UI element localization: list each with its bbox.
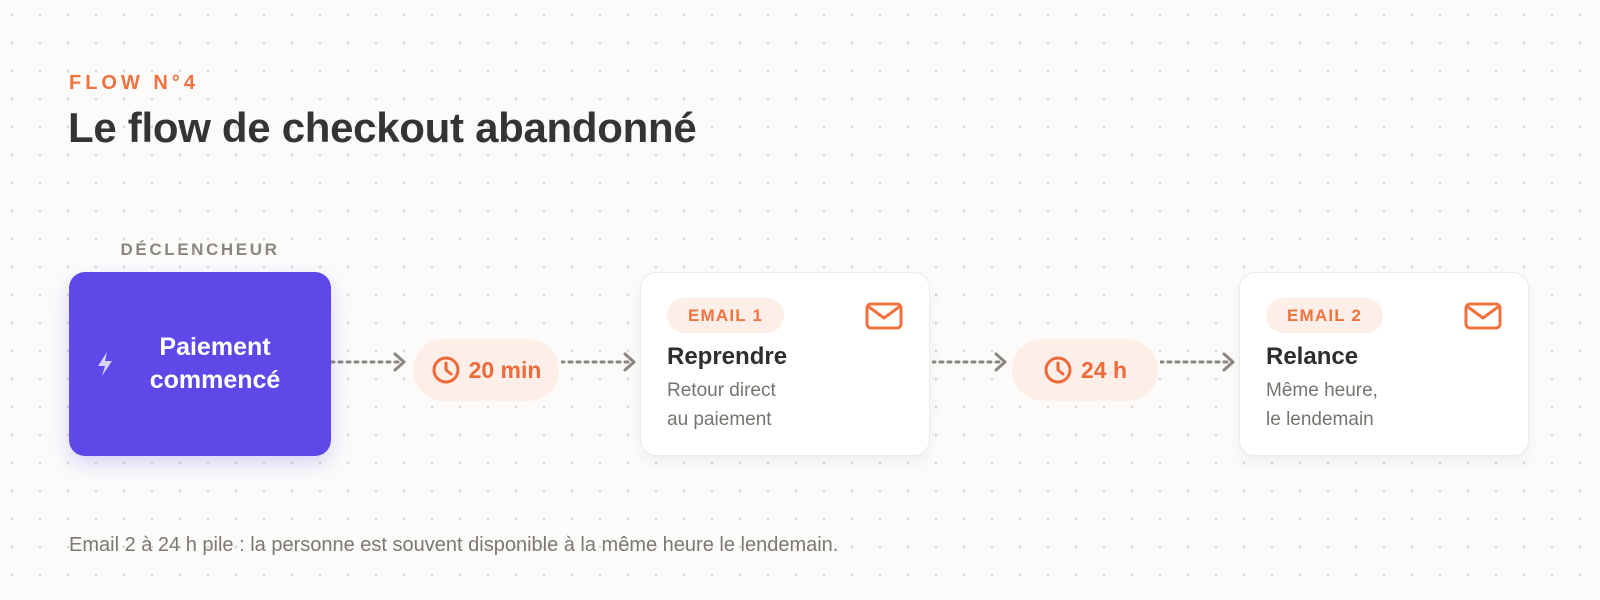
footer-note: Email 2 à 24 h pile : la personne est so… bbox=[69, 534, 839, 556]
mail-icon bbox=[1464, 302, 1502, 330]
email-card-2[interactable]: EMAIL 2 Relance Même heure, le lendemain bbox=[1239, 272, 1529, 456]
email-description: Même heure, le lendemain bbox=[1266, 376, 1378, 434]
email-card-1[interactable]: EMAIL 1 Reprendre Retour direct au paiem… bbox=[640, 272, 930, 456]
email-description-line-1: Retour direct bbox=[667, 380, 776, 401]
connector-arrow bbox=[561, 352, 636, 372]
email-badge: EMAIL 2 bbox=[1266, 298, 1384, 333]
connector-arrow bbox=[1160, 352, 1235, 372]
trigger-line-1: Paiement bbox=[159, 333, 271, 361]
email-description-line-1: Même heure, bbox=[1266, 380, 1378, 401]
wait-node-2[interactable]: 24 h bbox=[1012, 339, 1158, 401]
email-description-line-2: le lendemain bbox=[1266, 409, 1374, 430]
trigger-text: Paiement commencé bbox=[150, 331, 281, 397]
email-description-line-2: au paiement bbox=[667, 409, 772, 430]
trigger-line-2: commencé bbox=[149, 366, 281, 394]
email-badge: EMAIL 1 bbox=[667, 298, 785, 333]
wait-duration: 24 h bbox=[1080, 356, 1128, 383]
wait-duration: 20 min bbox=[468, 356, 542, 383]
email-description: Retour direct au paiement bbox=[667, 376, 776, 434]
mail-icon bbox=[865, 302, 903, 330]
flow-eyebrow: FLOW N°4 bbox=[69, 72, 199, 94]
page-title: Le flow de checkout abandonné bbox=[68, 104, 697, 151]
wait-node-1[interactable]: 20 min bbox=[413, 339, 559, 401]
connector-arrow bbox=[331, 352, 406, 372]
trigger-node[interactable]: Paiement commencé bbox=[69, 272, 331, 456]
email-title: Reprendre bbox=[667, 343, 788, 370]
trigger-label: DÉCLENCHEUR bbox=[120, 240, 280, 259]
email-title: Relance bbox=[1266, 343, 1359, 370]
clock-icon bbox=[1044, 356, 1072, 384]
clock-icon bbox=[432, 356, 460, 384]
connector-arrow bbox=[932, 352, 1007, 372]
lightning-icon bbox=[98, 352, 112, 376]
